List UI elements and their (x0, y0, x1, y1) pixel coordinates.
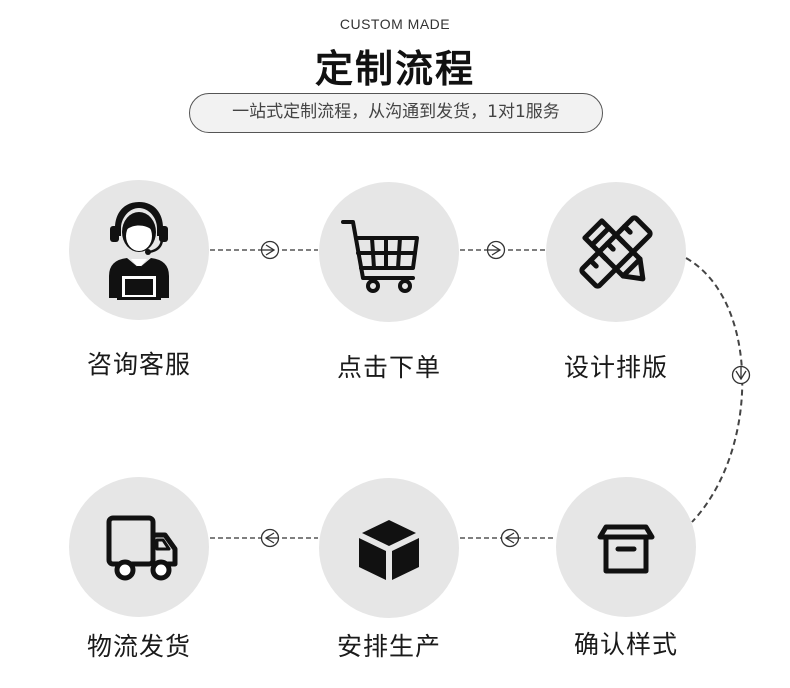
arrow-left-icon (260, 528, 280, 548)
delivery-truck-icon (106, 515, 178, 581)
arrow-right-icon (260, 240, 280, 260)
step-circle-order (319, 182, 459, 322)
page-title: 定制流程 (314, 47, 475, 91)
header-kicker: CUSTOM MADE (339, 16, 451, 32)
step-label-produce: 安排生产 (336, 632, 441, 661)
pencil-ruler-icon (579, 215, 653, 289)
step-label-ship: 物流发货 (86, 632, 191, 661)
step-circle-ship (69, 477, 209, 617)
step-circle-design (546, 182, 686, 322)
step-circle-produce (319, 478, 459, 618)
cube-icon (359, 520, 419, 580)
arrow-down-icon (731, 365, 751, 385)
customer-service-icon (109, 202, 169, 300)
step-label-design: 设计排版 (563, 353, 668, 382)
step-label-order: 点击下单 (336, 353, 441, 382)
step-circle-consult (69, 180, 209, 320)
shopping-cart-icon (341, 220, 419, 293)
archive-box-icon (597, 524, 655, 574)
step-label-confirm: 确认样式 (573, 630, 678, 659)
arrow-right-icon (486, 240, 506, 260)
step-label-consult: 咨询客服 (86, 350, 191, 379)
step-circle-confirm (556, 477, 696, 617)
subtitle-pill: 一站式定制流程，从沟通到发货，1对1服务 (189, 93, 603, 133)
arrow-left-icon (500, 528, 520, 548)
